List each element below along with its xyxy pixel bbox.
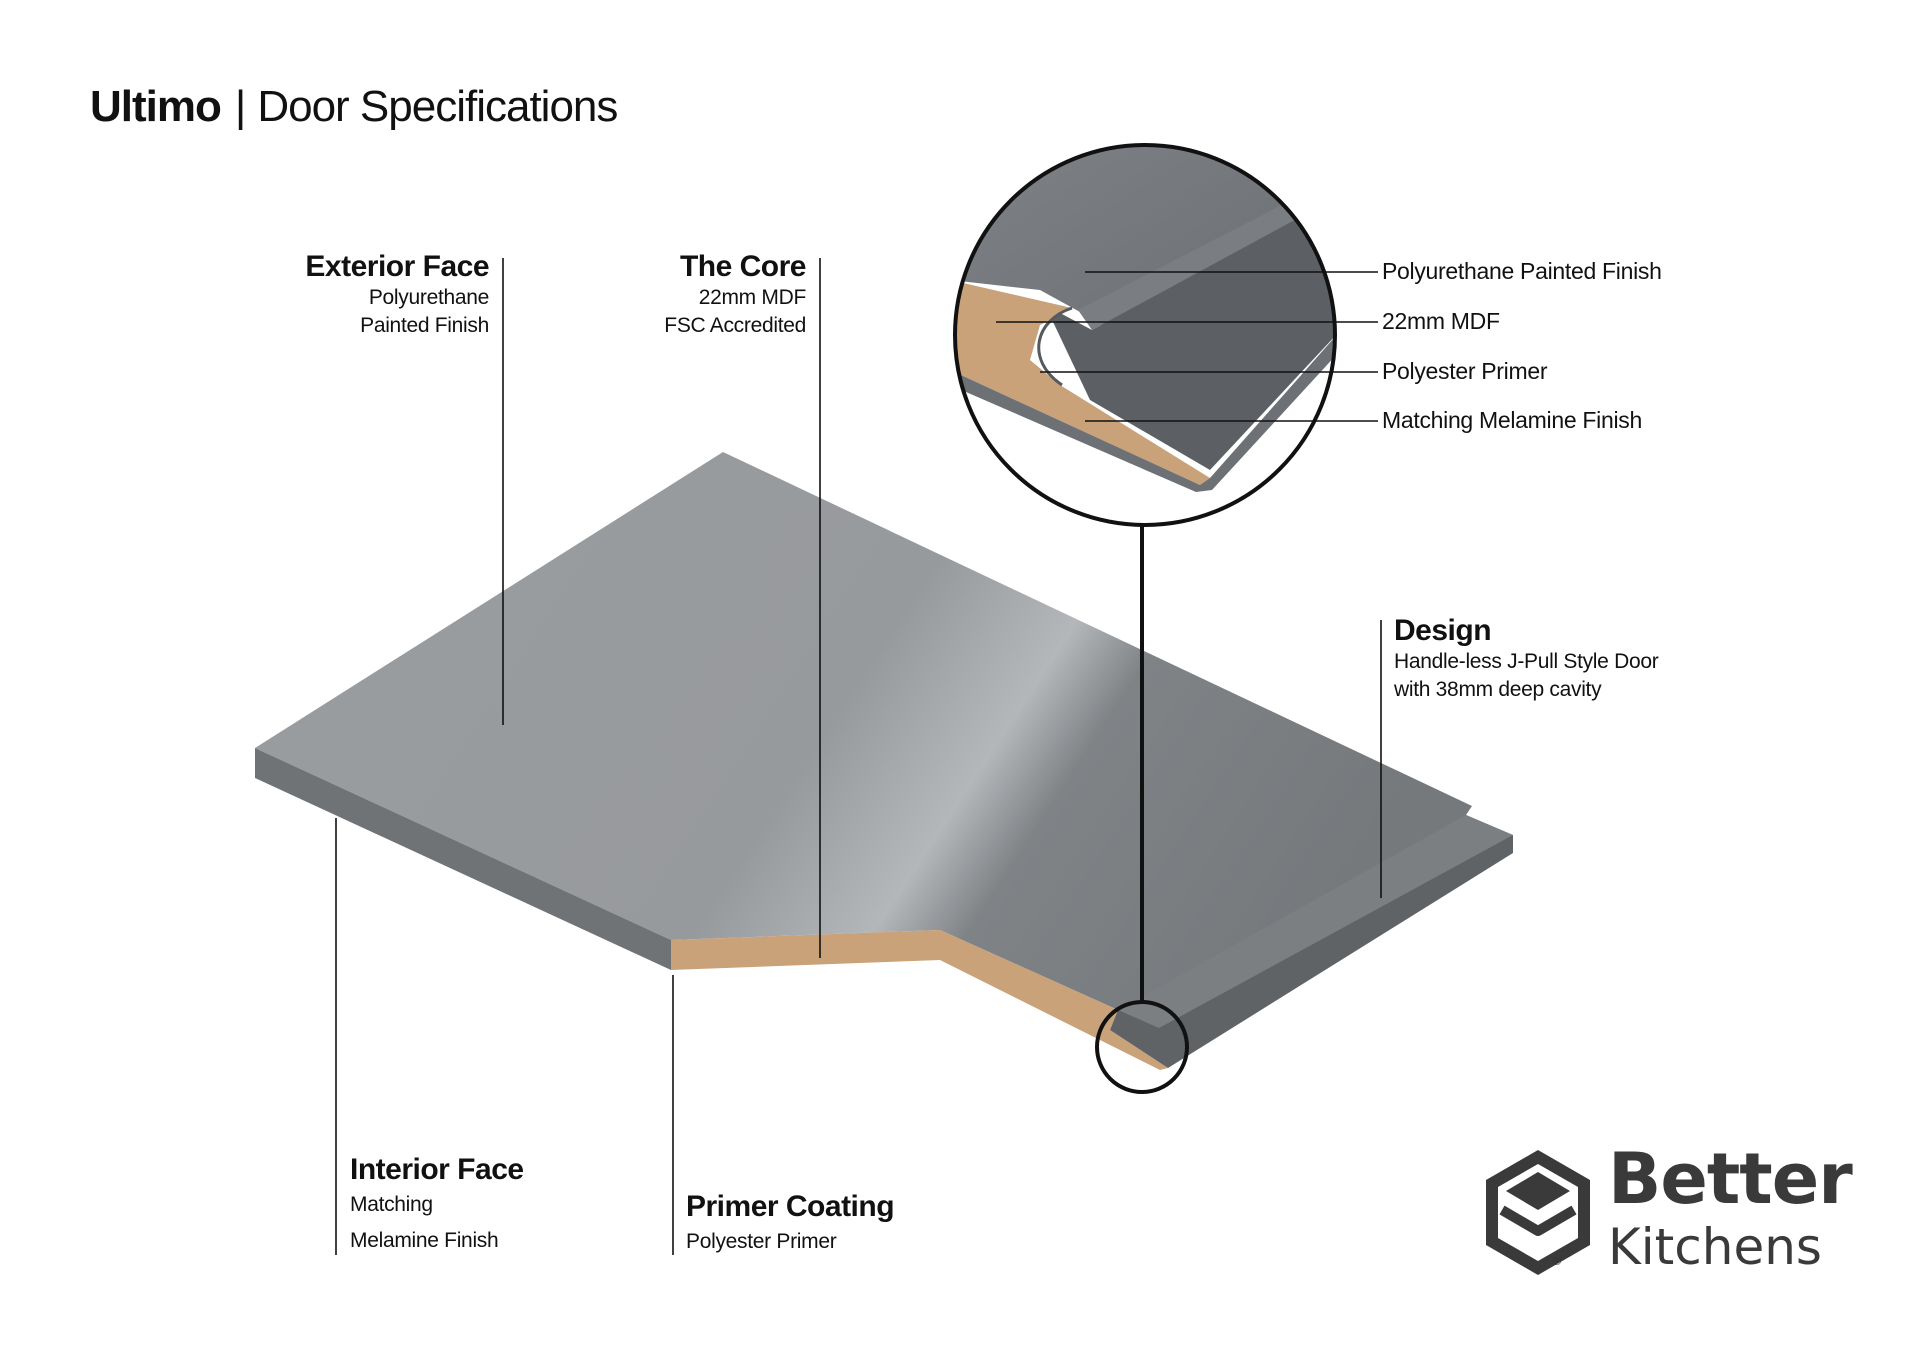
core-line2: FSC Accredited xyxy=(664,314,806,337)
design-line2: with 38mm deep cavity xyxy=(1394,678,1602,701)
primer-coating-heading: Primer Coating xyxy=(686,1190,895,1223)
door-jpull-edge xyxy=(1110,835,1513,1068)
title-separator: | xyxy=(234,82,246,131)
title-brand: Ultimo xyxy=(90,82,222,131)
registered-mark: ® xyxy=(1553,1256,1562,1268)
exterior-face-label: Exterior Face Polyurethane Painted Finis… xyxy=(305,250,489,340)
exterior-face-line2: Painted Finish xyxy=(360,314,489,337)
core-heading: The Core xyxy=(679,250,807,283)
door-mdf-edge xyxy=(671,930,1168,1070)
logo-text-kitchens: Kitchens xyxy=(1608,1218,1822,1276)
callout-melamine: Matching Melamine Finish xyxy=(1382,407,1642,433)
door-top-face xyxy=(255,452,1513,1028)
better-kitchens-logo-icon xyxy=(1486,1150,1590,1275)
callout-primer: Polyester Primer xyxy=(1382,358,1548,384)
interior-face-heading: Interior Face xyxy=(350,1153,524,1186)
interior-face-line2: Melamine Finish xyxy=(350,1229,499,1252)
interior-face-line1: Matching xyxy=(350,1193,433,1216)
design-label: Design Handle-less J-Pull Style Door wit… xyxy=(1394,614,1659,704)
door-left-edge xyxy=(255,748,671,970)
callout-polyurethane: Polyurethane Painted Finish xyxy=(1382,258,1662,284)
core-line1: 22mm MDF xyxy=(698,286,807,309)
callout-mdf: 22mm MDF xyxy=(1382,308,1500,334)
logo-text-better: Better xyxy=(1608,1138,1853,1220)
exterior-face-line1: Polyurethane xyxy=(368,286,489,309)
core-label: The Core 22mm MDF FSC Accredited xyxy=(664,250,806,340)
page-title: Ultimo|Door Specifications xyxy=(90,82,618,132)
primer-coating-line1: Polyester Primer xyxy=(686,1230,837,1253)
interior-face-label: Interior Face Matching Melamine Finish xyxy=(350,1153,524,1259)
design-heading: Design xyxy=(1394,614,1492,647)
detail-view xyxy=(955,145,1335,525)
exterior-face-heading: Exterior Face xyxy=(305,250,489,283)
title-subtitle: Door Specifications xyxy=(257,82,618,131)
door-jpull-lip xyxy=(1118,815,1513,1028)
primer-coating-label: Primer Coating Polyester Primer xyxy=(686,1190,895,1260)
design-line1: Handle-less J-Pull Style Door xyxy=(1394,650,1659,673)
detail-circle xyxy=(953,143,1337,527)
